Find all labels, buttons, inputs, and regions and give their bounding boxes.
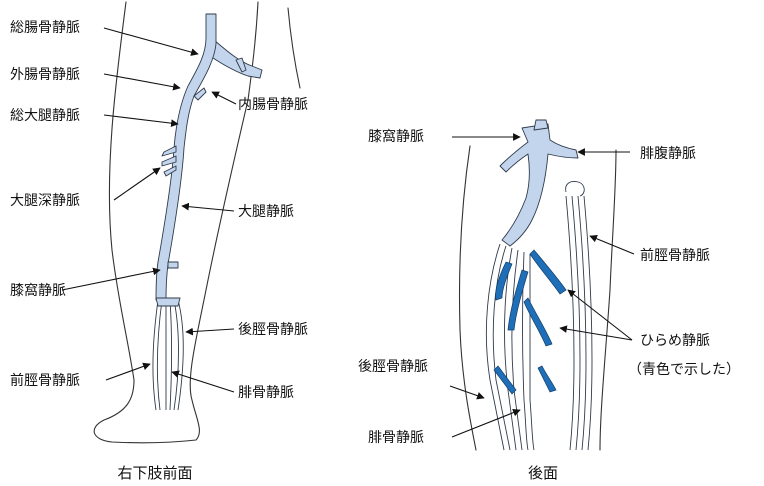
main-vein-trunk-shape xyxy=(156,14,216,300)
label-soleal-vein-note: （青色で示した） xyxy=(628,361,740,378)
right-panel-posterior-view: 膝窩静脈 腓腹静脈 前脛骨静脈 ひらめ静脈 （青色で示した） 後脛骨静脈 腓骨静… xyxy=(358,120,740,482)
posterior-vein-tree xyxy=(486,120,592,450)
label-soleal-vein: ひらめ静脈 xyxy=(640,333,710,349)
label-anterior-tibial-vein-right: 前脛骨静脈 xyxy=(640,247,710,264)
label-posterior-tibial-vein-right: 後脛骨静脈 xyxy=(358,359,428,375)
anterior-leader-lines xyxy=(62,28,236,392)
label-external-iliac-vein: 外腸骨静脈 xyxy=(10,67,80,83)
label-anterior-tibial-vein-left: 前脛骨静脈 xyxy=(10,372,80,389)
label-gastrocnemius-vein: 腓腹静脈 xyxy=(640,145,696,162)
label-femoral-vein: 大腿静脈 xyxy=(238,204,294,220)
label-popliteal-vein-left: 膝窩静脈 xyxy=(10,282,66,299)
label-common-femoral-vein: 総大腿静脈 xyxy=(10,108,80,124)
caption-posterior-view: 後面 xyxy=(528,464,558,482)
label-internal-iliac-vein: 内腸骨静脈 xyxy=(238,97,308,113)
label-posterior-tibial-vein-left: 後脛骨静脈 xyxy=(238,322,308,338)
left-panel-anterior-view: 総腸骨静脈 外腸骨静脈 内腸骨静脈 総大腿静脈 大腿深静脈 大腿静脈 膝窩静脈 … xyxy=(10,2,308,482)
label-peroneal-vein-left: 腓骨静脈 xyxy=(238,385,294,401)
label-peroneal-vein-right: 腓骨静脈 xyxy=(368,430,424,446)
label-common-iliac-vein: 総腸骨静脈 xyxy=(10,20,80,36)
label-deep-femoral-vein: 大腿深静脈 xyxy=(10,193,80,209)
caption-anterior-view: 右下肢前面 xyxy=(117,464,192,482)
lower-leg-vein-tubes xyxy=(153,298,183,410)
label-popliteal-vein-right: 膝窩静脈 xyxy=(368,128,424,145)
deep-femoral-vein-shape xyxy=(162,146,176,176)
